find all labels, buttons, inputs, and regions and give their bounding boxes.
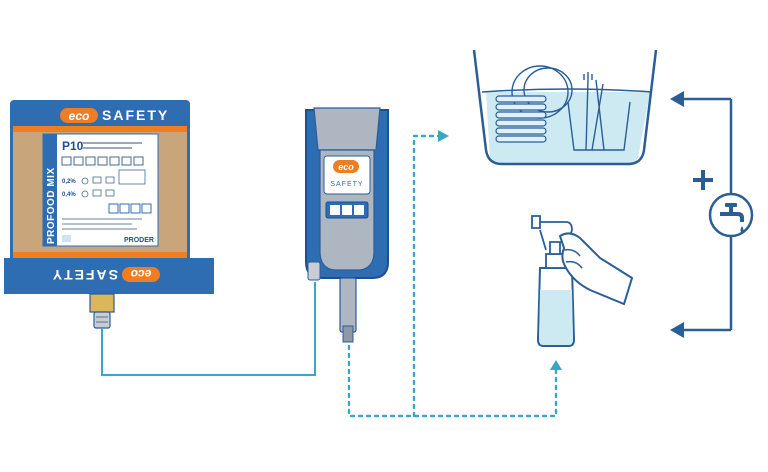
mode-icon-1[interactable] [330,205,340,215]
dispenser-brand-eco: eco [338,162,354,172]
maker-name: PRODER [124,237,154,244]
sink-feed-line [414,136,440,416]
box-brand-eco-top: eco [69,109,90,123]
mode-icon-3[interactable] [354,205,364,215]
supply-hose [102,282,315,375]
chemical-box: eco SAFETY eco SAFETY PROFOOD MIX P10 0,… [4,100,214,328]
water-supply [670,91,752,338]
bottle-arrow [550,360,562,370]
plus-icon [693,170,713,190]
box-stripe-top [13,126,187,132]
box-brand-safety-top: SAFETY [102,107,169,123]
box-brand-safety-bottom: SAFETY [51,267,118,283]
sink-arrow [438,130,449,142]
box-logo-top: eco SAFETY [60,107,169,123]
water-arrow-top [670,91,684,107]
product-label: PROFOOD MIX P10 0,2% 0,4% [43,134,158,246]
dispenser: eco SAFETY [306,108,388,342]
mode-icon-2[interactable] [342,205,352,215]
product-side-name: PROFOOD MIX [46,167,57,244]
bottle-feed-line [349,346,556,416]
box-connector [90,294,114,328]
dispenser-brand-safety: SAFETY [330,181,363,188]
dose-1: 0,2% [62,179,76,185]
box-brand-eco-bottom: eco [131,267,152,281]
water-tap-icon [710,194,752,236]
inlet-fitting [308,262,320,280]
outlet-nozzle [343,326,353,342]
product-code: P10 [62,139,84,153]
box-stripe-bottom [13,252,187,258]
sink-icon [474,50,656,164]
water-arrow-bottom [670,322,684,338]
dispenser-selector[interactable] [326,202,368,218]
dose-2: 0,4% [62,192,76,198]
outlet-tube [340,278,356,332]
box-logo-bottom: eco SAFETY [51,267,160,283]
